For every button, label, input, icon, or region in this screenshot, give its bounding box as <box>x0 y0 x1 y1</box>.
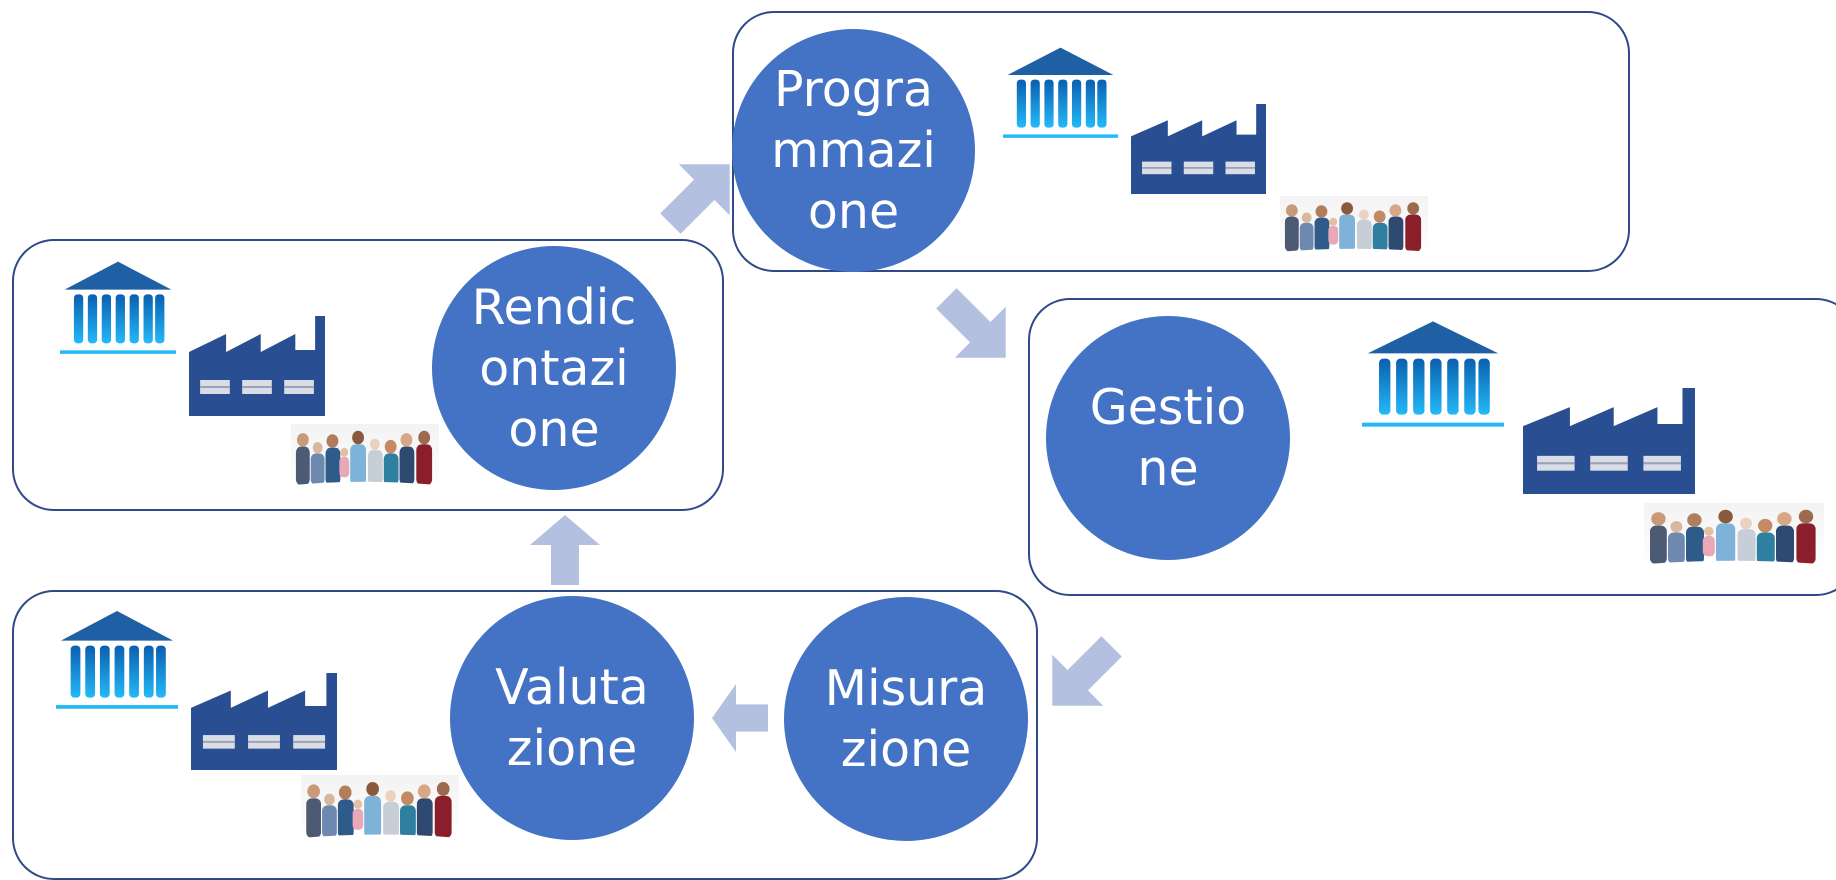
misurazione-label-line-2: zione <box>840 721 972 778</box>
valutazione-stage: Valuta zione <box>450 596 694 840</box>
people-group-icon <box>1280 196 1428 258</box>
programmazione-stage: Progra mmazi one <box>732 29 975 272</box>
people-group-icon <box>291 424 439 492</box>
institution-icon <box>1003 43 1118 139</box>
factory-icon <box>1523 388 1695 494</box>
programmazione-label: Progra mmazi one <box>732 59 975 242</box>
misurazione-label-line-1: Misura <box>824 660 988 717</box>
rendicontazione-stage: Rendic ontazi one <box>432 246 676 490</box>
gestione-label-line-2: ne <box>1137 440 1199 497</box>
institution-icon <box>1362 316 1504 428</box>
rendicontazione-label-line-3: one <box>508 400 600 458</box>
institution-icon <box>56 606 178 710</box>
gestione-label-line-1: Gestio <box>1089 379 1247 436</box>
people-group-icon <box>301 775 459 845</box>
arrow-icon <box>712 684 768 752</box>
rendicontazione-label-line-2: ontazi <box>479 339 629 397</box>
programmazione-label-line-3: one <box>807 183 900 240</box>
programmazione-label-line-2: mmazi <box>771 122 936 179</box>
valutazione-label-line-1: Valuta <box>495 659 649 716</box>
arrow-icon <box>530 515 600 585</box>
misurazione-stage: Misura zione <box>784 597 1028 841</box>
arrow-icon <box>920 272 1032 384</box>
factory-icon <box>189 316 325 416</box>
institution-icon <box>60 257 176 355</box>
programmazione-label-line-1: Progra <box>773 61 933 118</box>
rendicontazione-label-line-1: Rendic <box>471 278 637 336</box>
people-group-icon <box>1644 503 1824 571</box>
gestione-stage: Gestio ne <box>1046 316 1290 560</box>
misurazione-label: Misura zione <box>784 658 1028 780</box>
factory-icon <box>191 673 337 770</box>
valutazione-label: Valuta zione <box>450 657 694 779</box>
gestione-label: Gestio ne <box>1046 377 1290 499</box>
rendicontazione-label: Rendic ontazi one <box>432 277 676 460</box>
valutazione-label-line-2: zione <box>506 720 638 777</box>
arrow-icon <box>1026 620 1138 732</box>
factory-icon <box>1131 104 1266 194</box>
